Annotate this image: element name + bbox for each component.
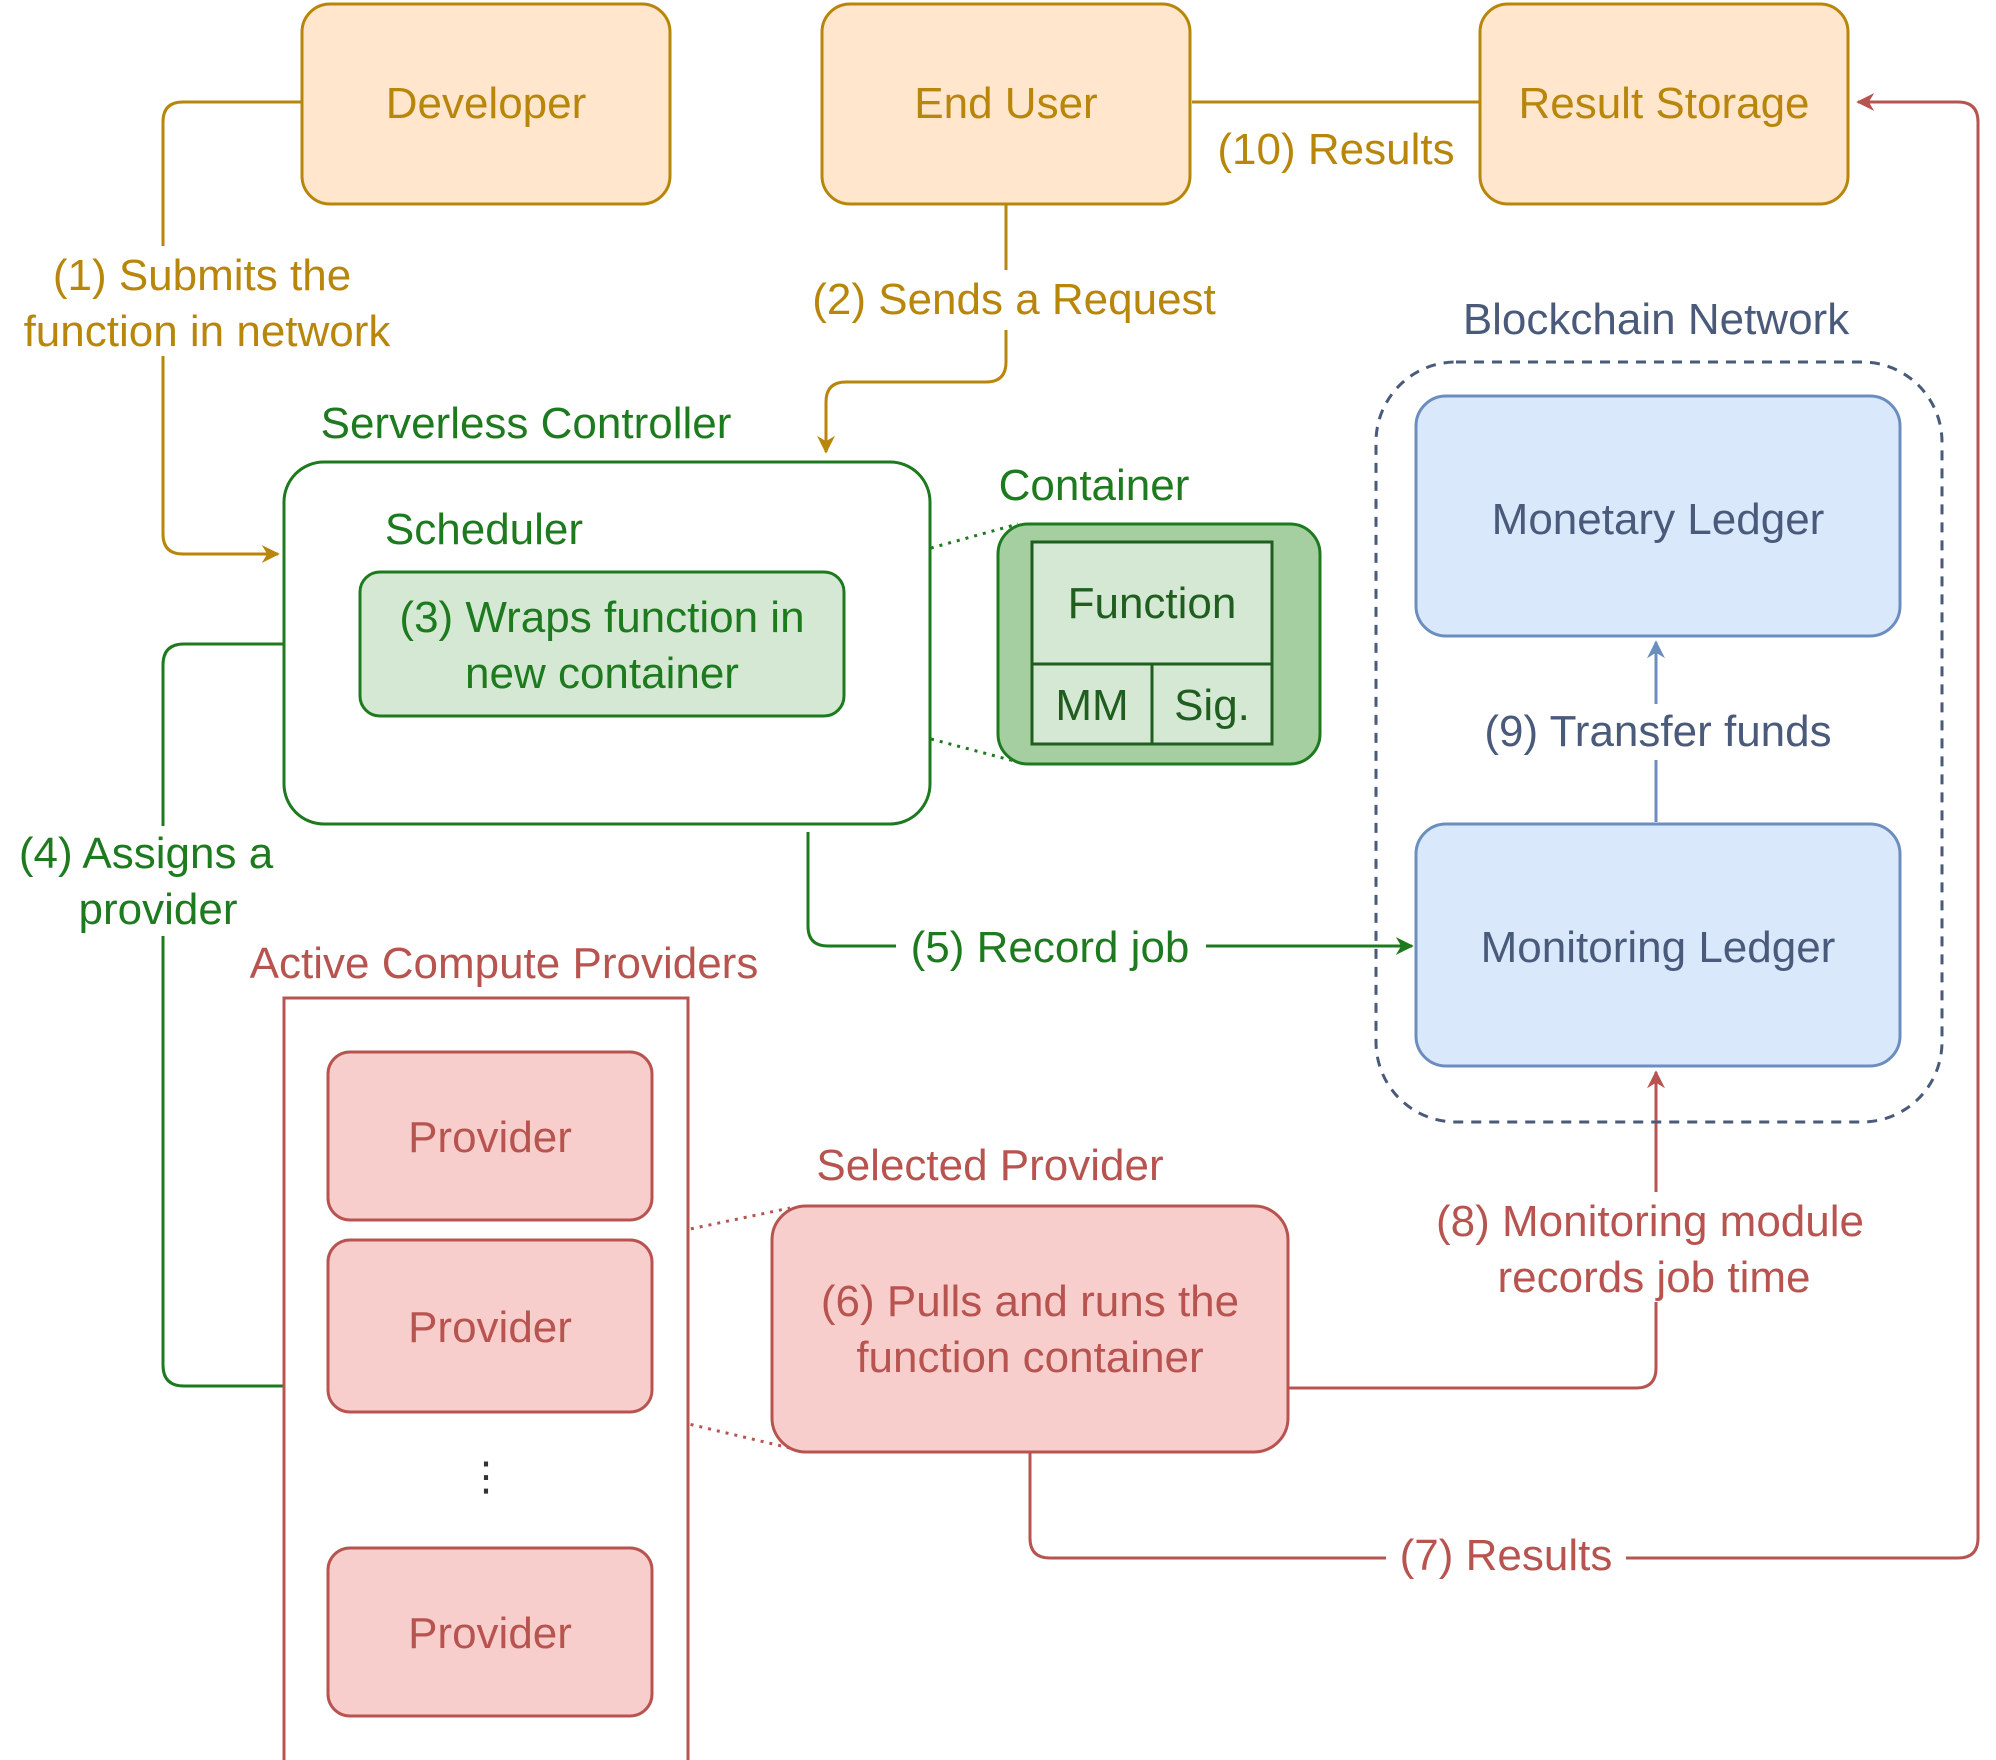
monitor-label-line2: records job time: [1497, 1253, 1810, 1302]
provider-label-2: Provider: [408, 1303, 572, 1352]
end-user-box[interactable]: [820, 2, 1192, 206]
results-10-label: (10) Results: [1217, 125, 1454, 174]
edge-controller-to-monitoring: [806, 832, 1414, 955]
monitor-label-bg: [1410, 1192, 1890, 1302]
edge-provider-to-storage: [1028, 93, 1980, 1560]
transfer-funds-label: (9) Transfer funds: [1484, 707, 1831, 756]
pulls-runs-line1: (6) Pulls and runs the: [821, 1277, 1239, 1326]
selected-provider-label: Selected Provider: [816, 1141, 1163, 1190]
developer-label: Developer: [386, 79, 587, 128]
mm-label: MM: [1055, 681, 1128, 730]
assigns-label-line2: provider: [79, 885, 238, 934]
serverless-controller-label: Serverless Controller: [321, 399, 732, 448]
active-providers-label: Active Compute Providers: [250, 939, 759, 988]
assigns-label-bg: [2, 826, 292, 936]
edge-scheduler-to-providers: [161, 642, 358, 1388]
provider-box-2[interactable]: [326, 1238, 654, 1414]
providers-ellipsis: ⋮: [466, 1455, 506, 1499]
scheduler-label: Scheduler: [385, 505, 583, 554]
monitoring-ledger-box[interactable]: [1414, 822, 1902, 1068]
mm-cell: [1030, 662, 1154, 746]
record-job-label-bg: [896, 918, 1206, 974]
pulls-runs-line2: function container: [856, 1333, 1203, 1382]
submit-label-line2: function in network: [24, 307, 392, 356]
monitoring-ledger-label: Monitoring Ledger: [1481, 923, 1836, 972]
results-7-label: (7) Results: [1400, 1531, 1613, 1580]
monetary-ledger-label: Monetary Ledger: [1492, 495, 1825, 544]
assigns-label-line1: (4) Assigns a: [19, 829, 274, 878]
provider-label-3: Provider: [408, 1609, 572, 1658]
provider-label-1: Provider: [408, 1113, 572, 1162]
sig-cell: [1150, 662, 1274, 746]
edge-enduser-to-controller: [817, 204, 1008, 454]
edge-provider-to-monitoring: [1288, 1070, 1665, 1390]
sig-label: Sig.: [1174, 681, 1250, 730]
scheduler-wrap-box[interactable]: [358, 570, 846, 718]
provider-box-3[interactable]: [326, 1546, 654, 1718]
wraps-function-line2: new container: [465, 649, 739, 698]
container-label: Container: [999, 461, 1190, 510]
monitor-label-line1: (8) Monitoring module: [1436, 1197, 1864, 1246]
end-user-label: End User: [914, 79, 1097, 128]
provider-box-1[interactable]: [326, 1050, 654, 1222]
record-job-label: (5) Record job: [911, 923, 1190, 972]
selected-provider-box[interactable]: [770, 1204, 1290, 1454]
monetary-ledger-box[interactable]: [1414, 394, 1902, 638]
function-cell: [1030, 540, 1274, 666]
wraps-function-line1: (3) Wraps function in: [399, 593, 804, 642]
function-label: Function: [1068, 579, 1237, 628]
submit-label-bg: [0, 246, 420, 356]
blockchain-network-label: Blockchain Network: [1463, 295, 1850, 344]
results-7-label-bg: [1386, 1528, 1626, 1584]
sends-request-label: (2) Sends a Request: [812, 275, 1216, 324]
result-storage-label: Result Storage: [1518, 79, 1809, 128]
result-storage-box[interactable]: [1478, 2, 1850, 206]
submit-label-line1: (1) Submits the: [53, 251, 351, 300]
blockchain-network-box[interactable]: [1374, 360, 1944, 1124]
sends-request-label-bg: [780, 270, 1240, 330]
transfer-funds-label-bg: [1462, 704, 1852, 760]
developer-box[interactable]: [300, 2, 672, 206]
